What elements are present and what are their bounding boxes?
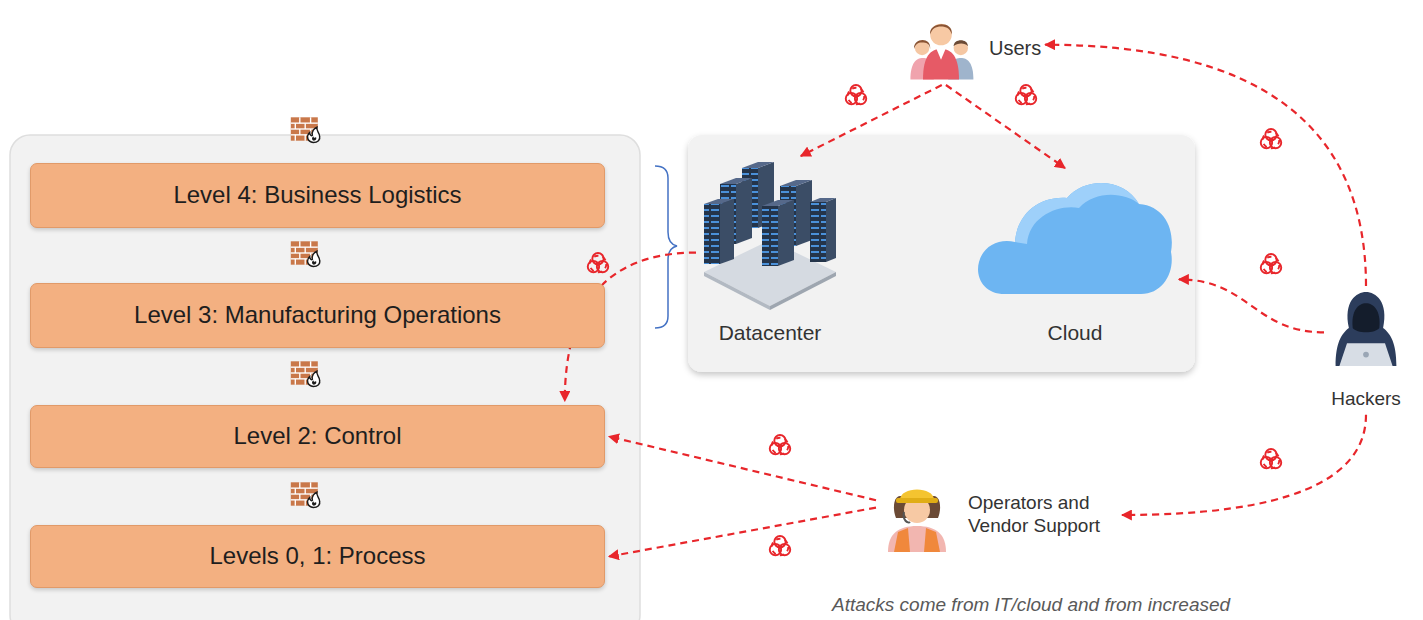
icon	[880, 478, 954, 552]
attack-arrow	[1122, 415, 1366, 515]
icon	[1328, 290, 1404, 366]
attack-arrow	[609, 437, 876, 501]
level-band: Level 3: Manufacturing Operations	[30, 283, 605, 348]
users-icon-node: Users	[905, 15, 1041, 81]
node-label: Cloud	[1048, 320, 1103, 345]
icon	[700, 160, 840, 310]
node-label: Operators and Vendor Support	[968, 492, 1118, 538]
attack-arrow	[801, 85, 942, 156]
biohazard-symbols	[588, 85, 1281, 555]
level-label: Level 4: Business Logistics	[173, 181, 461, 210]
node-label: Hackers	[1331, 388, 1401, 411]
level-label: Levels 0, 1: Process	[209, 542, 425, 571]
icon	[975, 172, 1175, 300]
icon	[905, 15, 977, 81]
datacenter-icon-node: Datacenter	[700, 160, 840, 345]
level-band: Level 2: Control	[30, 405, 605, 468]
node-label: Datacenter	[719, 320, 822, 345]
ot-panel	[10, 135, 640, 620]
bracket	[655, 166, 677, 328]
operator-icon-node: Operators and Vendor Support	[880, 478, 1118, 552]
it-panel	[688, 135, 1195, 372]
attack-arrow	[946, 85, 1065, 168]
hacker-icon-node: Hackers	[1328, 290, 1404, 411]
level-label: Level 2: Control	[233, 422, 401, 451]
caption: Attacks come from IT/cloud and from incr…	[832, 594, 1230, 616]
level-band: Levels 0, 1: Process	[30, 525, 605, 588]
attack-arrow	[1179, 279, 1324, 332]
node-label: Users	[989, 36, 1041, 60]
level-label: Level 3: Manufacturing Operations	[134, 301, 501, 330]
level-band: Level 4: Business Logistics	[30, 163, 605, 228]
attack-arrow	[609, 508, 876, 557]
cloud-icon-node: Cloud	[975, 172, 1175, 345]
